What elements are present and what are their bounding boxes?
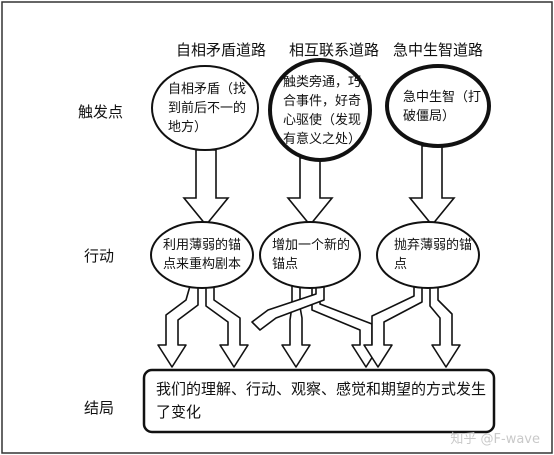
arrow-col3-right bbox=[429, 285, 461, 368]
watermark: 知乎 @F-wave bbox=[450, 432, 540, 447]
trigger-text-connection: 触类旁通，巧合事件，好奇心驱使（发现有意义之处） bbox=[283, 75, 362, 147]
trigger-ovals bbox=[151, 58, 491, 162]
trigger-oval-1 bbox=[151, 65, 259, 151]
action-oval-3 bbox=[376, 221, 480, 289]
action-ovals bbox=[150, 221, 480, 289]
action-outcome-arrows bbox=[157, 285, 461, 368]
arrow-col2 bbox=[286, 157, 334, 227]
action-text-add-anchor: 增加一个新的锚点 bbox=[272, 238, 351, 272]
trigger-text-contradiction: 自相矛盾（找到前后不一的地方） bbox=[168, 82, 247, 135]
outcome-text: 我们的理解、行动、观察、感觉和期望的方式发生了变化 bbox=[156, 380, 487, 421]
arrow-col1-left bbox=[157, 285, 199, 368]
arrow-col1 bbox=[182, 149, 230, 227]
trigger-action-arrows bbox=[182, 145, 456, 227]
row-label-outcome: 结局 bbox=[84, 399, 115, 417]
outcome-box bbox=[142, 368, 496, 434]
row-label-trigger: 触发点 bbox=[78, 103, 124, 121]
column-header-connection: 相互联系道路 bbox=[289, 41, 380, 59]
action-oval-1 bbox=[150, 221, 254, 289]
action-oval-2 bbox=[259, 221, 361, 289]
column-header-creative-desperation: 急中生智道路 bbox=[393, 41, 484, 59]
arrow-col3 bbox=[408, 145, 456, 227]
arrow-col1-right bbox=[205, 285, 249, 368]
column-header-contradiction: 自相矛盾道路 bbox=[176, 41, 267, 59]
action-text-discard: 抛弃薄弱的锚点 bbox=[394, 238, 473, 272]
trigger-oval-2 bbox=[268, 58, 372, 162]
arrow-col3-left bbox=[363, 285, 423, 368]
row-label-action: 行动 bbox=[84, 247, 115, 265]
action-text-reframe: 利用薄弱的锚点来重构剧本 bbox=[163, 238, 242, 272]
arrow-col2-cross bbox=[251, 285, 325, 331]
trigger-text-creative: 急中生智（打破僵局） bbox=[403, 90, 482, 124]
trigger-oval-3 bbox=[385, 64, 491, 148]
